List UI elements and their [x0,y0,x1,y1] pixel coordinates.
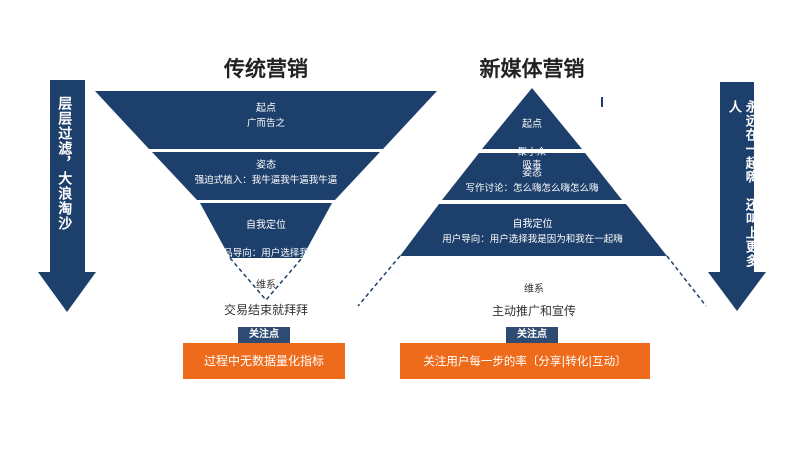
newmedia-layer-1-label: 起点 [522,119,542,131]
newmedia-layer-2-desc: 写作讨论：怎么嗨怎么嗨怎么嗨 [465,182,599,194]
traditional-layer-1 [95,91,437,149]
cursor-mark [601,97,603,107]
newmedia-layer-3-text: 自我定位 用户导向：用户选择我是因为和我在一起嗨 [410,217,655,247]
traditional-layer-3-text: 自我定位 产品导向：用户选择我是 因为我牛逼 [196,205,336,288]
newmedia-layer-3 [400,204,667,256]
traditional-maintain-label: 维系 [256,280,276,291]
newmedia-layer-2-text: 姿态 写作讨论：怎么嗨怎么嗨怎么嗨 [442,166,622,196]
right-down-arrow [708,82,766,311]
left-arrow-label: 层层过滤，大浪淘沙 [56,96,73,231]
traditional-layer-3-label: 自我定位 [246,219,286,231]
newmedia-layer-1 [482,88,582,149]
traditional-maintain-desc: 交易结束就拜拜 [223,303,308,317]
traditional-layer-1-text: 起点 广而告之 [166,101,366,131]
traditional-layer-1-label: 起点 [256,103,276,114]
newmedia-dashed-right [666,255,707,307]
newmedia-layer-3-label: 自我定位 [512,219,553,230]
newmedia-title: 新媒体营销 [479,57,585,81]
newmedia-maintain-desc: 主动推广和宣传 [491,304,576,318]
newmedia-layer-1-desc: 聚小众 吸毒 [517,146,547,171]
traditional-dashed-tip [229,257,303,302]
traditional-layer-2-desc: 强迫式植入：我牛逼我牛逼我牛逼 [194,174,338,186]
newmedia-dashed-left [357,255,401,307]
traditional-title: 传统营销 [224,57,308,81]
traditional-focus-box: 过程中无数据量化指标 [183,343,345,379]
traditional-layer-2-text: 姿态 强迫式植入：我牛逼我牛逼我牛逼 [146,158,386,188]
newmedia-layer-3-desc: 用户导向：用户选择我是因为和我在一起嗨 [442,233,623,245]
traditional-layer-2 [152,152,380,200]
right-arrow-label: 永远在一起嗨，还叫上更多人 [725,100,758,268]
newmedia-layer-1-text: 起点 聚小众 吸毒 [492,105,572,185]
traditional-layer-1-desc: 广而告之 [246,117,285,129]
newmedia-layer-2-label: 姿态 [522,168,542,179]
newmedia-maintain-label: 维系 [524,284,544,295]
traditional-focus-tag: 关注点 [238,327,290,343]
newmedia-focus-box: 关注用户每一步的率〔分享|转化|互动〕 [400,343,650,379]
traditional-layer-2-label: 姿态 [256,160,276,171]
newmedia-focus-tag: 关注点 [506,327,558,343]
left-down-arrow [38,80,96,312]
newmedia-layer-2 [442,153,622,200]
traditional-layer-3 [200,203,332,258]
traditional-layer-3-desc: 产品导向：用户选择我是 因为我牛逼 [213,248,319,273]
